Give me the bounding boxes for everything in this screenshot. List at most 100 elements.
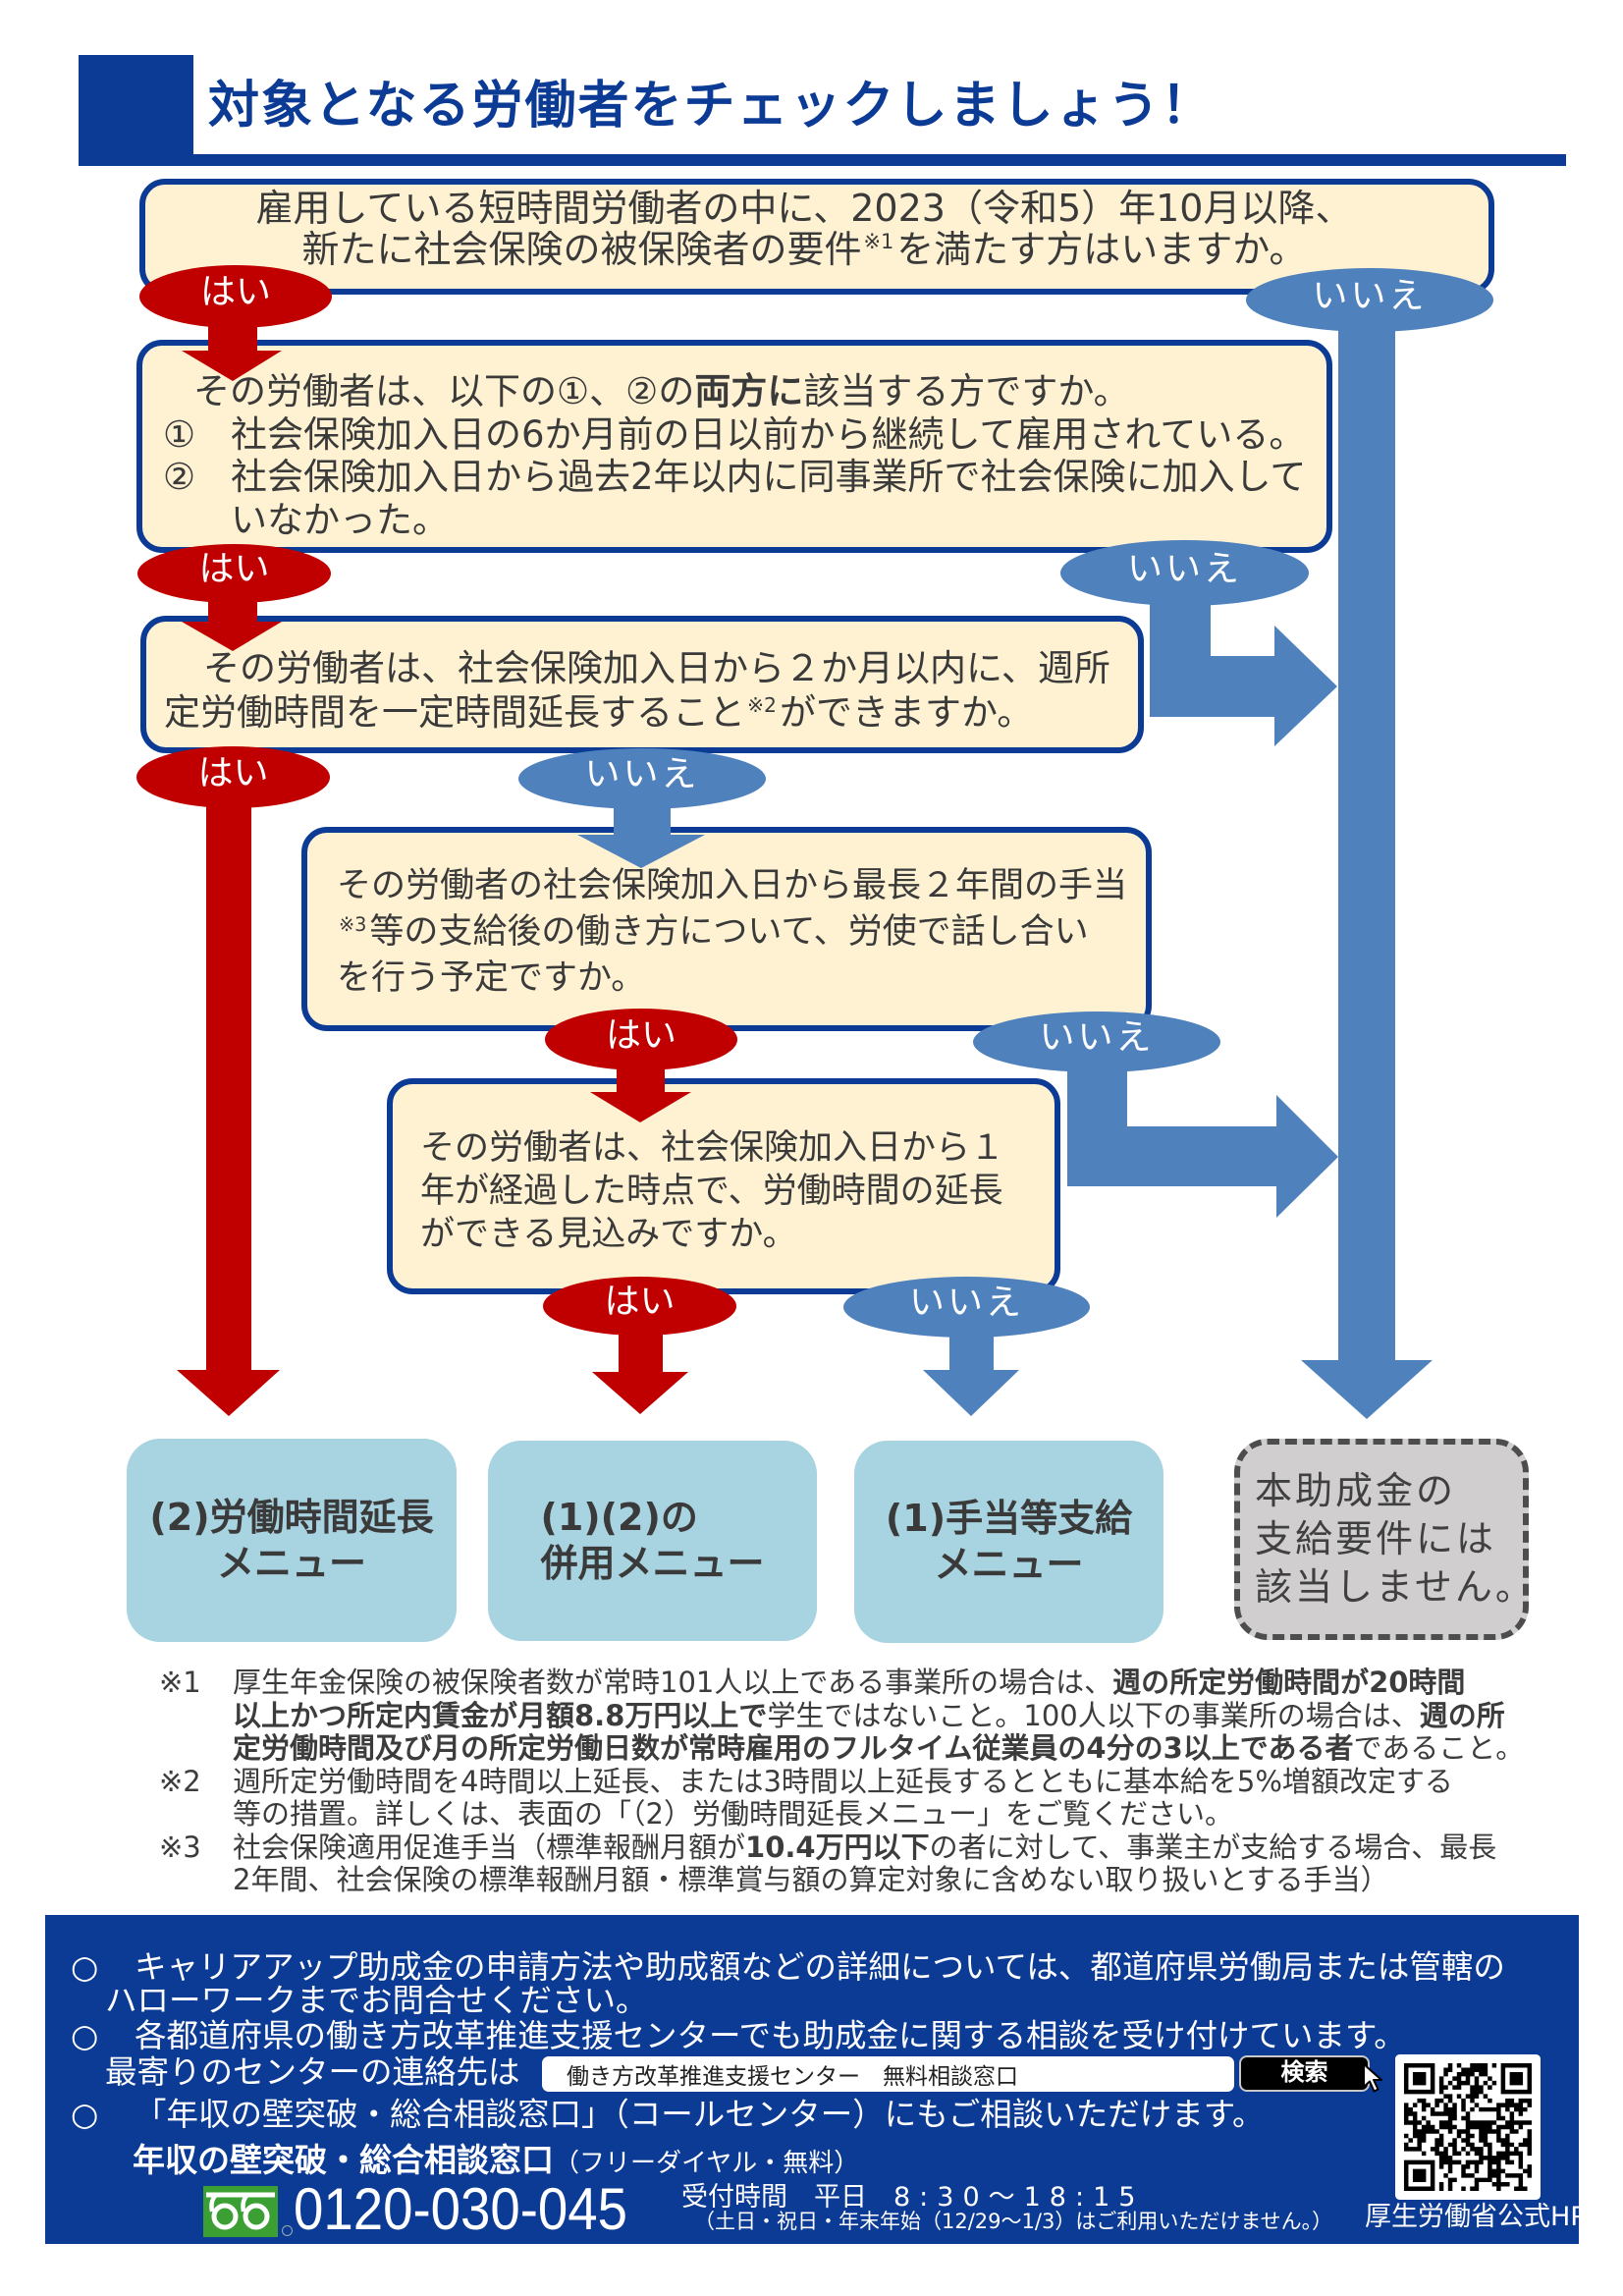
qr-code (1395, 2054, 1541, 2200)
footnote-mark: ※3 (159, 1830, 201, 1864)
footnote-text: 学生ではないこと。100人以下の事業所の場合は、 (767, 1698, 1420, 1732)
footnote-mark: ※2 (159, 1764, 201, 1798)
qr-modules (1403, 2062, 1533, 2192)
outcome-line: メニュー (216, 1541, 366, 1585)
outcome-line: 本助成金の (1255, 1469, 1457, 1512)
outcome-combined-menu: (1)(2)の 併用メニュー (488, 1441, 817, 1641)
outcome-line: (1)(2)の (540, 1496, 698, 1539)
question-4-line: を行う予定ですか。 (337, 958, 646, 998)
yes-arrow-q3-to-extension-menu (177, 803, 280, 1416)
q2-no-label: いいえ (1060, 540, 1309, 606)
question-3-line: 定労働時間を一定時間延長すること※2ができますか。 (164, 690, 1138, 735)
q5-yes-label: はい (543, 1277, 736, 1336)
bullet-icon: ○ (71, 1948, 99, 1986)
q1-yes-label: はい (139, 265, 332, 328)
registered-mark-icon (282, 2225, 293, 2236)
hotline-name: 年収の壁突破・総合相談窓口 (133, 2141, 554, 2179)
contact-text: キャリアアップ助成金の申請方法や助成額などの詳細については、都道府県労働局または… (135, 1948, 1505, 1986)
question-1-line: 雇用している短時間労働者の中に、2023（令和5）年10月以降、 (255, 187, 1353, 230)
footnote-emphasis: 定労働時間及び月の所定労働日数が常時雇用のフルタイム従業員の4分の3以上である者 (233, 1731, 1354, 1765)
footnote-ref-1: ※1 (863, 230, 894, 254)
question-5-box: その労働者は、社会保険加入日から１ 年が経過した時点で、労働時間の延長 ができる… (387, 1078, 1060, 1294)
outcome-line: (2)労働時間延長 (149, 1495, 434, 1539)
contact-text: 各都道府県の働き方改革推進支援センターでも助成金に関する相談を受け付けています。 (135, 2017, 1406, 2054)
title-accent-block (79, 55, 193, 166)
footnote-emphasis: 週の所定労働時間が20時間 (1112, 1666, 1466, 1699)
question-4-line: その労働者の社会保険加入日から最長２年間の手当 (337, 866, 1128, 905)
footnote-text: 厚生年金保険の被保険者数が常時101人以上である事業所の場合は、 (233, 1666, 1113, 1699)
outcome-extension-menu: (2)労働時間延長 メニュー (127, 1439, 457, 1642)
footnote-3-line: 2年間、社会保険の標準報酬月額・標準賞与額の算定対象に含めない取り扱いとする手当… (233, 1863, 1389, 1896)
emphasis-both: 両方に (694, 370, 804, 412)
q4-no-label: いいえ (973, 1011, 1220, 1072)
no-arrow-q5-to-allowance-menu (923, 1333, 1019, 1416)
question-1-line: 新たに社会保険の被保険者の要件※1を満たす方はいますか。 (145, 229, 1463, 270)
hours-time: 8:30～18:15 (893, 2182, 1145, 2213)
page-title: 対象となる労働者をチェックしましょう！ (208, 77, 1215, 136)
question-4-box: その労働者の社会保険加入日から最長２年間の手当 ※3等の支給後の働き方について、… (301, 827, 1152, 1031)
footnote-emphasis: 週の所 (1419, 1698, 1505, 1732)
question-5-line: 年が経過した時点で、労働時間の延長 (420, 1172, 1003, 1211)
bullet-icon: ○ (71, 2017, 99, 2054)
footnote-emphasis: 10.4万円以下 (745, 1830, 930, 1864)
outcome-line: 該当しません。 (1255, 1565, 1536, 1609)
pointer-cursor-icon (1363, 2063, 1382, 2093)
hours-days: 平日 (814, 2182, 867, 2213)
yes-arrow-q5-to-combined-menu (592, 1331, 688, 1414)
footnote-1-line: 定労働時間及び月の所定労働日数が常時雇用のフルタイム従業員の4分の3以上である者… (159, 1731, 1524, 1766)
contact-panel: ○ キャリアアップ助成金の申請方法や助成額などの詳細については、都道府県労働局また… (45, 1915, 1587, 2244)
contact-text: 「年収の壁突破・総合相談窓口」（コールセンター）にもご相談いただけます。 (135, 2096, 1265, 2133)
question-text: 該当する方ですか。 (803, 370, 1130, 412)
q2-yes-label: はい (137, 544, 331, 603)
title-underline (79, 154, 1566, 166)
outcome-not-eligible: 本助成金の 支給要件には 該当しません。 (1234, 1439, 1533, 1640)
contact-item-2: ○ 各都道府県の働き方改革推進支援センターでも助成金に関する相談を受け付けています… (71, 2016, 1406, 2055)
outcome-allowance-menu: (1)手当等支給 メニュー (854, 1441, 1163, 1643)
bullet-icon: ○ (71, 2096, 99, 2133)
footnote-1-line: 以上かつ所定内賃金が月額8.8万円以上で学生ではないこと。100人以下の事業所の… (159, 1698, 1524, 1733)
question-3-line: その労働者は、社会保険加入日から２か月以内に、週所 (203, 647, 1110, 689)
q5-no-label: いいえ (843, 1277, 1090, 1338)
footnote-2-line: 等の措置。詳しくは、表面の「（2）労働時間延長メニュー」をご覧ください。 (233, 1797, 1233, 1831)
question-5-line: ができる見込みですか。 (420, 1215, 797, 1254)
footnote-text: の者に対して、事業主が支給する場合、最長 (929, 1830, 1497, 1864)
footnote-ref-3: ※3 (339, 912, 367, 936)
hotline-closed-notice: （土日・祝日・年末年始（12/29～1/3）はご利用いただけません。） (694, 2210, 1333, 2233)
footnote-2-line: ※2 週所定労働時間を4時間以上延長、または3時間以上延長するとともに基本給を5%… (159, 1764, 1524, 1799)
outcome-line: メニュー (934, 1543, 1084, 1586)
question-text: 新たに社会保険の被保険者の要件 (301, 228, 862, 271)
question-text: 等の支給後の働き方について、労使で話し合い (369, 912, 1089, 952)
no-arrow-q4-to-not-eligible (1067, 1066, 1338, 1218)
footnote-ref-2: ※2 (747, 692, 777, 717)
question-5-line: その労働者は、社会保険加入日から１ (420, 1128, 1005, 1168)
question-text: ができますか。 (780, 691, 1034, 734)
q1-no-label: いいえ (1246, 268, 1493, 332)
hotline-heading: 年収の壁突破・総合相談窓口（フリーダイヤル・無料） (133, 2139, 859, 2188)
search-button[interactable]: 検索 (1239, 2055, 1370, 2092)
outcome-line: 併用メニュー (540, 1542, 765, 1585)
no-arrow-q2-to-not-eligible (1150, 599, 1337, 746)
question-4-line: ※3等の支給後の働き方について、労使で話し合い (337, 909, 1146, 956)
contact-item-2-cont: 最寄りのセンターの連絡先は (105, 2053, 520, 2091)
center-search-input[interactable] (542, 2056, 1234, 2092)
footnote-text: 週所定労働時間を4時間以上延長、または3時間以上延長するとともに基本給を5%増額… (233, 1764, 1453, 1798)
condition-number: ② (163, 456, 196, 498)
outcome-line: 支給要件には (1255, 1517, 1497, 1560)
hotline-note: （フリーダイヤル・無料） (554, 2149, 860, 2178)
condition-number: ① (163, 412, 196, 456)
question-text: その労働者は、以下の①、②の (193, 370, 695, 412)
contact-item-1-cont: ハローワークまでお問合せください。 (105, 1982, 648, 2019)
question-2-condition-2-cont: いなかった。 (231, 498, 449, 541)
outcome-text: (1)(2)の 併用メニュー (540, 1495, 764, 1587)
footnote-emphasis: 以上かつ所定内賃金が月額8.8万円以上で (233, 1698, 768, 1732)
q3-yes-label: はい (136, 746, 330, 808)
condition-text: 社会保険加入日から過去2年以内に同事業所で社会保険に加入して (231, 456, 1307, 498)
question-text: を満たす方はいますか。 (896, 228, 1307, 271)
